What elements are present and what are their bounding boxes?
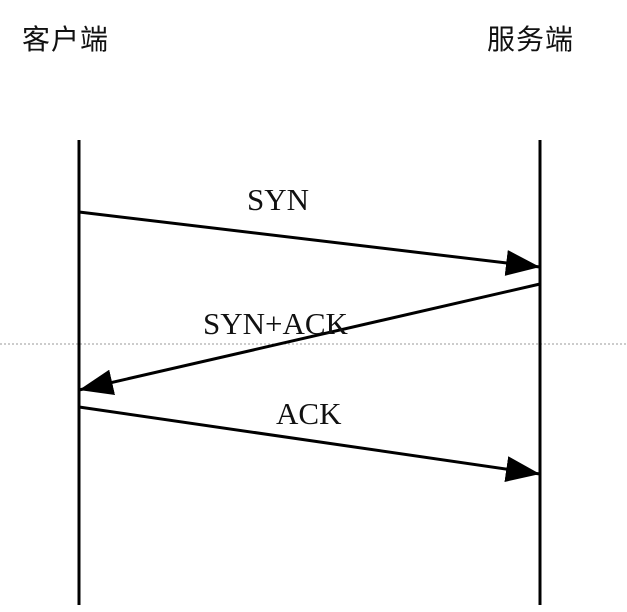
ack-message-label: ACK <box>276 396 342 431</box>
syn-message-label: SYN <box>247 182 310 217</box>
syn-arrow <box>78 210 541 276</box>
syn-ack-arrow <box>78 282 541 396</box>
server-label: 服务端 <box>487 23 575 56</box>
client-label: 客户端 <box>22 23 110 56</box>
syn-ack-message-label: SYN+ACK <box>203 306 348 341</box>
ack-arrow <box>78 405 541 482</box>
